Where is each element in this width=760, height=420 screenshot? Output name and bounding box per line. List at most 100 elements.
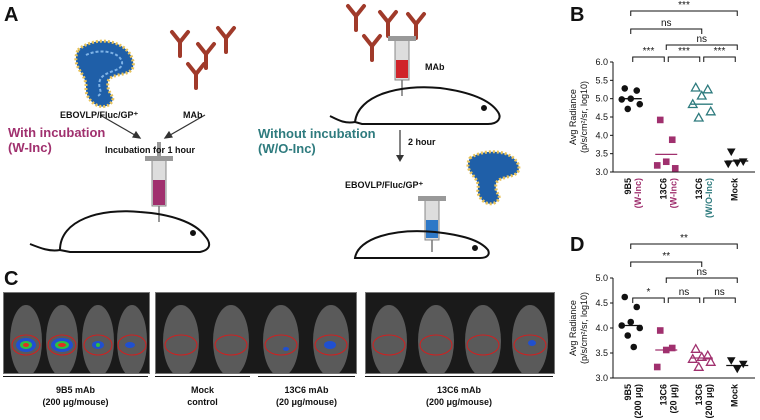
y-tick-label: 4.5 — [595, 298, 608, 308]
imaging-group-13c6-200 — [365, 292, 555, 377]
significance-bracket — [630, 28, 703, 34]
data-point — [690, 343, 702, 353]
data-point — [696, 90, 708, 100]
data-point — [738, 360, 748, 369]
significance-label: *** — [643, 46, 655, 57]
category-label: Mock — [729, 177, 739, 201]
category-label: 13C6(20 μg) — [658, 384, 678, 414]
data-point — [627, 318, 635, 326]
without-incubation-line2: (W/O-Inc) — [258, 141, 316, 156]
significance-label: ns — [714, 287, 725, 298]
group-label-13c6-200: 13C6 mAb (200 μg/mouse) — [365, 384, 553, 408]
data-point — [656, 327, 664, 334]
wait-step-label: 2 hour — [408, 137, 436, 147]
mouse-icon-right-bottom — [353, 230, 490, 259]
group-label-mock-line1: Mock — [190, 385, 214, 395]
panel-label-b: B — [570, 4, 585, 26]
significance-label: ns — [696, 267, 707, 278]
with-incubation-line2: (W-Inc) — [8, 140, 52, 155]
y-tick-label: 4.0 — [595, 130, 608, 140]
mouse-icon-left — [29, 210, 211, 253]
significance-label: ns — [696, 34, 707, 45]
data-point — [633, 303, 641, 311]
incubation-step-label: Incubation for 1 hour — [105, 145, 195, 155]
imaging-group-9b5-200 — [3, 292, 150, 377]
vlp-icon-right — [466, 150, 521, 206]
group-label-13c6-200-line1: 13C6 mAb — [436, 385, 481, 395]
y-tick-label: 5.0 — [595, 273, 608, 283]
data-point — [726, 148, 736, 157]
category-label: 13C6(W/O-Inc) — [694, 178, 714, 218]
significance-bracket — [632, 297, 665, 303]
mab-label-left: MAb — [183, 110, 203, 120]
data-point — [702, 83, 714, 94]
mab-label-right: MAb — [425, 62, 445, 72]
group-bracket-13c6-200 — [365, 376, 553, 377]
significance-bracket — [703, 56, 736, 62]
category-label: 9B5(W-Inc) — [623, 178, 643, 208]
data-point — [621, 85, 629, 92]
y-tick-label: 3.5 — [595, 149, 608, 159]
data-point — [662, 158, 670, 166]
significance-bracket — [665, 277, 738, 283]
with-incubation-label: With incubation (W-Inc) — [8, 125, 105, 155]
data-point — [705, 105, 717, 116]
data-point — [656, 116, 664, 124]
vlp-label-right: EBOVLP/Fluc/GP⁺ — [345, 180, 424, 190]
data-point — [696, 351, 708, 361]
y-tick-label: 6.0 — [595, 57, 608, 67]
significance-label: ** — [680, 233, 688, 244]
significance-label: *** — [714, 46, 726, 57]
group-label-mock: Mock control — [155, 384, 250, 408]
panel-label-d: D — [570, 234, 585, 256]
data-point — [624, 105, 632, 113]
y-tick-label: 4.0 — [595, 323, 608, 333]
data-point — [693, 112, 705, 122]
significance-label: ns — [661, 18, 672, 29]
group-label-13c6-200-line2: (200 μg/mouse) — [425, 397, 493, 407]
data-point — [726, 357, 736, 365]
y-tick-label: 5.0 — [595, 94, 608, 104]
significance-bracket — [667, 297, 701, 303]
significance-label: *** — [678, 46, 690, 57]
data-point — [624, 332, 632, 339]
y-tick-label: 5.5 — [595, 75, 608, 85]
significance-label: ns — [679, 287, 690, 298]
significance-label: *** — [678, 0, 690, 11]
panel-a: EBOVLP/Fluc/GP⁺ MAb Incubation for 1 hou… — [0, 0, 560, 265]
data-point — [732, 365, 742, 374]
antibody-cluster-icon — [170, 26, 236, 90]
group-bracket-9b5 — [3, 376, 148, 377]
y-tick-label: 3.0 — [595, 373, 608, 383]
data-point — [723, 160, 733, 169]
group-label-9b5: 9B5 mAb (200 μg/mouse) — [3, 384, 148, 408]
data-point — [630, 343, 638, 351]
bioluminescence-image-9b5 — [10, 305, 147, 377]
vlp-label-left: EBOVLP/Fluc/GP⁺ — [60, 110, 139, 120]
significance-bracket — [630, 261, 703, 267]
data-point — [618, 96, 626, 103]
without-incubation-line1: Without incubation — [258, 126, 376, 141]
data-point — [621, 293, 629, 301]
data-point — [705, 356, 717, 366]
data-point — [668, 136, 676, 144]
significance-bracket — [667, 56, 701, 62]
y-axis-label: Avg Radiance(p/s/cm²/sr, log10) — [568, 81, 589, 153]
y-axis-label: Avg Radiance(p/s/cm²/sr, log10) — [568, 292, 589, 364]
bioluminescence-image-13c6-200 — [371, 305, 548, 377]
y-tick-label: 3.5 — [595, 348, 608, 358]
data-point — [702, 349, 714, 360]
antibody-cluster-icon-right — [346, 4, 426, 62]
mouse-icon-right-top — [329, 86, 501, 125]
with-incubation-line1: With incubation — [8, 125, 106, 140]
without-incubation-label: Without incubation (W/O-Inc) — [258, 126, 376, 156]
group-label-13c6-20-line1: 13C6 mAb — [284, 385, 329, 395]
data-point — [738, 158, 748, 167]
data-point — [636, 100, 644, 108]
y-tick-label: 3.0 — [595, 167, 608, 177]
data-point — [653, 363, 661, 371]
panel-label-c: C — [4, 268, 19, 290]
group-label-mock-line2: control — [187, 397, 218, 407]
y-tick-label: 4.5 — [595, 112, 608, 122]
